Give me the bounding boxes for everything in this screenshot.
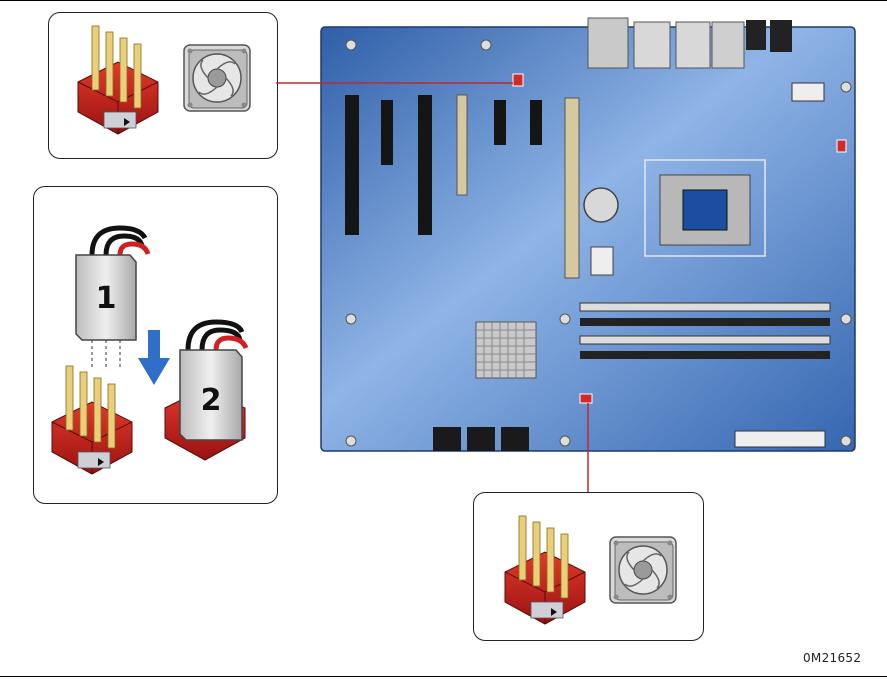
cmos-battery: [584, 188, 618, 222]
alignment-guides: [92, 340, 120, 370]
fan-header-icon: [78, 26, 158, 134]
fan-header-icon: [505, 516, 585, 624]
cpu-fan-header-marker: [837, 140, 846, 152]
fan-header-icon: [52, 366, 132, 474]
fan-icon: [610, 537, 676, 603]
step-1-label: 1: [96, 281, 117, 316]
cable-connector-icon: [188, 322, 246, 350]
rear-fan-header-marker: [580, 394, 592, 403]
step-2-label: 2: [201, 383, 222, 418]
down-arrow-icon: [138, 330, 170, 385]
chip: [591, 247, 613, 275]
front-fan-header-marker: [513, 74, 523, 86]
chipset-heatsink: [476, 322, 536, 378]
fan-icon: [184, 45, 250, 111]
figure-id: 0M21652: [803, 651, 861, 665]
